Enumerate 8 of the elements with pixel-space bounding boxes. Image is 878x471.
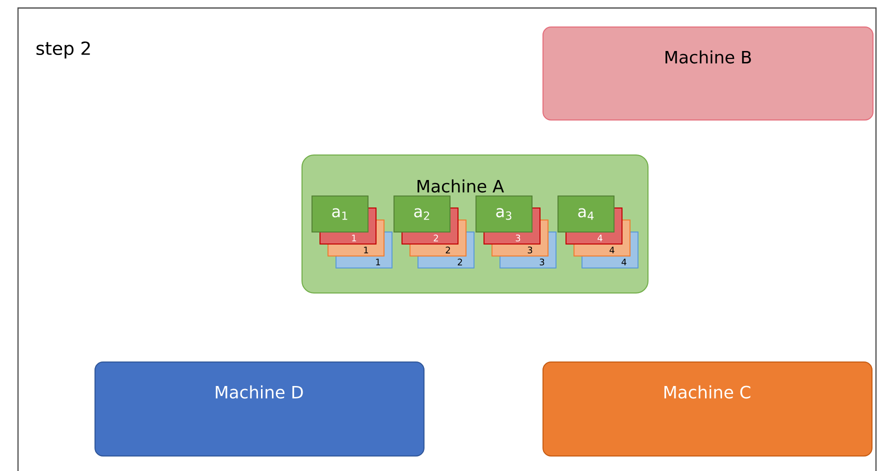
- machine-box: Machine C: [542, 362, 872, 456]
- stacked-card: a$_{3}$: [476, 196, 532, 232]
- stacked-card: a$_{2}$: [394, 196, 450, 232]
- stacked-card: a$_{4}$: [558, 196, 614, 232]
- stacked-card: a$_{1}$: [312, 196, 368, 232]
- machine-box: Machine B: [542, 26, 874, 120]
- machine-box: Machine D: [94, 362, 424, 456]
- step-label: step 2: [36, 41, 90, 59]
